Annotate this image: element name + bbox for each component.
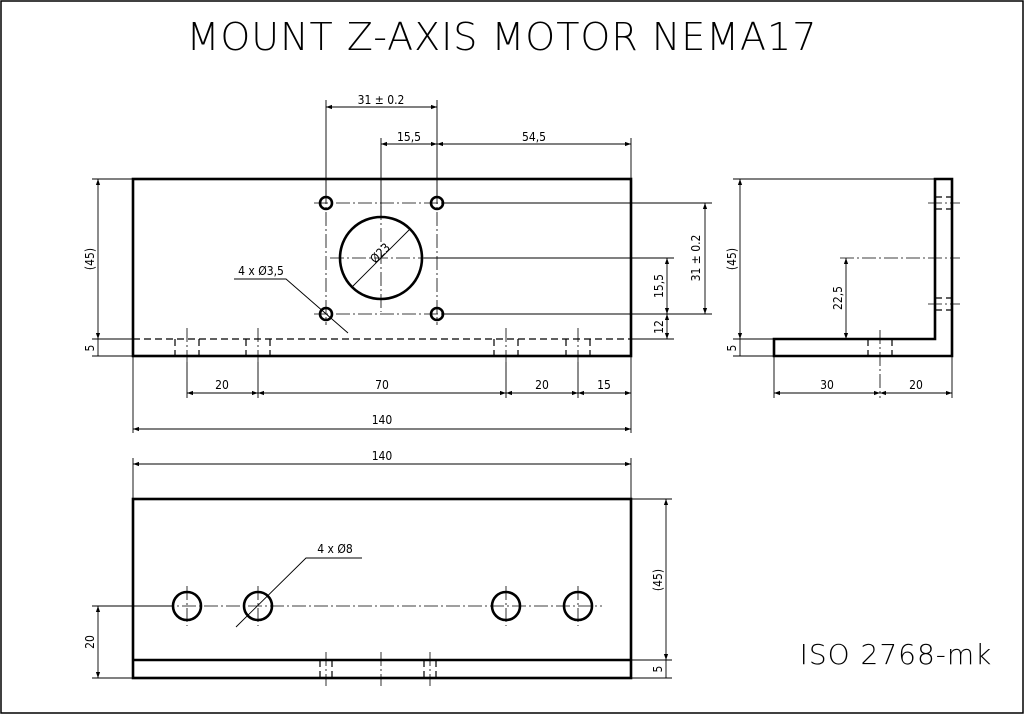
top-view: 4 x Ø8 140 (45) 5 20 xyxy=(83,449,672,686)
tolerance-standard: ISO 2768-mk xyxy=(800,638,993,671)
top-dim-height: (45) xyxy=(651,569,665,591)
slot-hole-4 xyxy=(562,590,594,622)
screw-hole-bottom-left xyxy=(318,306,334,322)
dim-thickness: 5 xyxy=(83,345,97,352)
slot-hole-2 xyxy=(242,590,274,622)
bore-diameter-line xyxy=(351,228,411,288)
hole-callout-leader xyxy=(234,278,349,334)
dim-hole-spacing-right: 31 ± 0.2 xyxy=(689,235,703,282)
dim-bottom-offset: 12 xyxy=(652,320,666,334)
bore-diameter-label: Ø23 xyxy=(367,240,393,266)
top-dim-total: 140 xyxy=(372,449,393,463)
dim-total: 140 xyxy=(372,413,393,427)
dim-height: (45) xyxy=(83,248,97,270)
side-dim-thickness: 5 xyxy=(725,345,739,352)
dim-70: 70 xyxy=(375,378,389,392)
side-dim-center: 22,5 xyxy=(831,286,845,310)
dim-center-half: 15,5 xyxy=(652,274,666,298)
side-dim-height: (45) xyxy=(725,248,739,270)
side-view: (45) 5 22,5 30 20 xyxy=(725,177,960,398)
front-centerlines xyxy=(186,190,579,362)
dim-20b: 20 xyxy=(535,378,549,392)
dim-right: 54,5 xyxy=(522,130,546,144)
front-view: Ø23 4 x Ø3,5 31 ± 0.2 15,5 54,5 31 ± 0.2… xyxy=(83,93,712,433)
dim-offset-center: 15,5 xyxy=(397,130,421,144)
slot-hole-3 xyxy=(490,590,522,622)
screw-hole-bottom-right xyxy=(429,306,445,322)
top-dim-thickness: 5 xyxy=(651,666,665,673)
top-hole-callout: 4 x Ø8 xyxy=(317,542,353,556)
dim-hole-spacing-top: 31 ± 0.2 xyxy=(358,93,405,107)
drawing-title: MOUNT Z-AXIS MOTOR NEMA17 xyxy=(187,15,818,59)
screw-hole-top-right xyxy=(429,195,445,211)
motor-bore xyxy=(338,215,424,301)
top-view-outline xyxy=(131,497,633,680)
screw-hole-top-left xyxy=(318,195,334,211)
front-hidden-holes xyxy=(174,339,591,356)
dim-15: 15 xyxy=(597,378,611,392)
top-dim-hole-y: 20 xyxy=(83,635,97,649)
dim-20a: 20 xyxy=(215,378,229,392)
hole-callout: 4 x Ø3,5 xyxy=(238,264,284,278)
side-view-profile xyxy=(772,177,954,358)
side-dim-30: 30 xyxy=(820,378,834,392)
top-hole-callout-leader xyxy=(235,557,362,628)
front-view-outline xyxy=(131,177,633,358)
side-dim-20: 20 xyxy=(909,378,923,392)
